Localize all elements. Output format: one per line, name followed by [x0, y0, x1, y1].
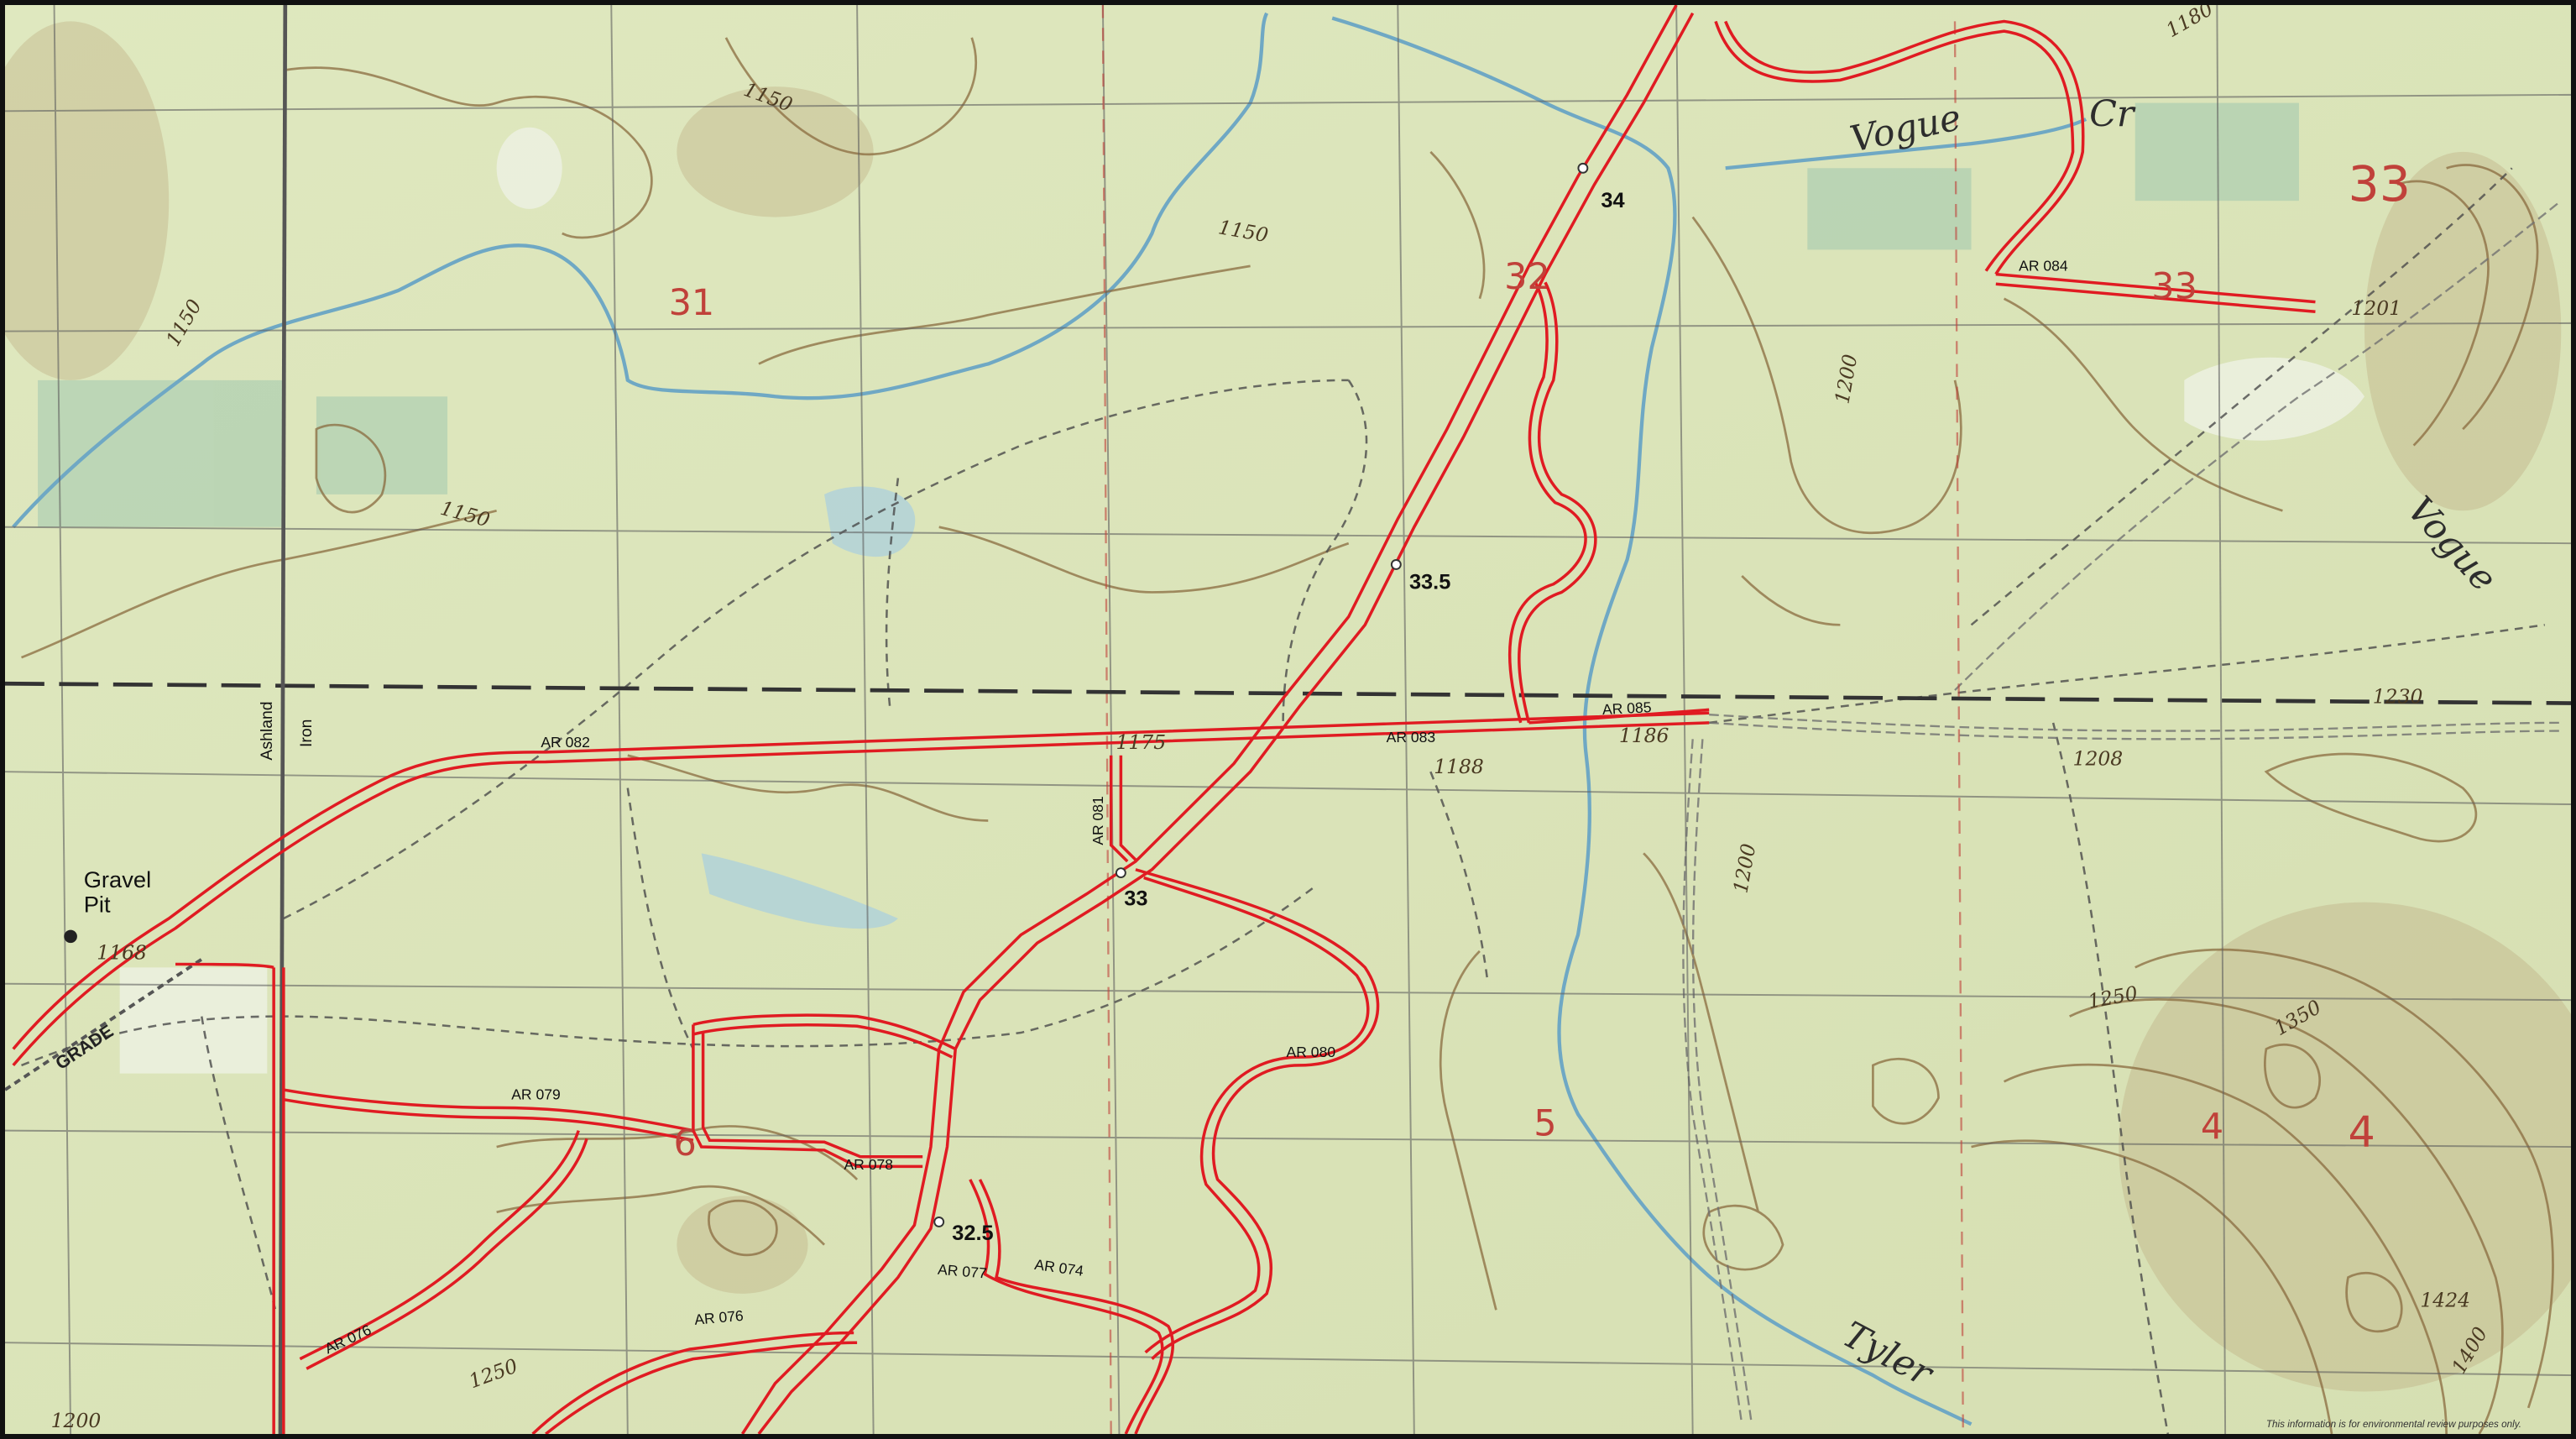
milepost-label: 33 — [1124, 887, 1147, 911]
section-number: 33 — [2151, 266, 2197, 308]
route-label: AR 078 — [844, 1156, 893, 1173]
milepost-labels: 34 33.5 33 32.5 — [952, 189, 1624, 1245]
section-number: 4 — [2201, 1106, 2223, 1148]
milepost-label: 33.5 — [1409, 571, 1450, 594]
elevation-label: 1424 — [2420, 1289, 2470, 1312]
access-routes — [12, 5, 2316, 1434]
water-name: Cr — [2089, 93, 2136, 135]
county-line — [5, 681, 2571, 705]
survey-grid — [5, 5, 2571, 1434]
disclaimer-text: This information is for environmental re… — [2266, 1419, 2521, 1430]
elevation-label: 1200 — [51, 1409, 102, 1432]
elevation-label: 1188 — [1434, 755, 1484, 778]
section-number: 4 — [2349, 1107, 2375, 1157]
railroad-grade — [278, 5, 288, 1434]
milepost-label: 34 — [1601, 189, 1624, 212]
county-label-iron: Iron — [297, 720, 316, 747]
section-number: 5 — [1534, 1103, 1556, 1145]
route-label: AR 082 — [541, 734, 590, 751]
route-label: AR 080 — [1287, 1044, 1336, 1060]
route-label: AR 077 — [937, 1261, 987, 1282]
topographic-map[interactable]: 31 32 33 33 5 6 4 4 1150 1150 1150 1150 … — [5, 5, 2571, 1434]
route-label: AR 083 — [1387, 729, 1436, 746]
section-number: 32 — [1504, 256, 1550, 298]
elevation-label: 1168 — [97, 941, 147, 965]
elevation-label: 1201 — [2351, 296, 2401, 320]
section-number: 31 — [669, 282, 715, 324]
elevation-label: 1186 — [1619, 724, 1669, 747]
trails — [21, 167, 2545, 1434]
gravel-pit-label: Gravel — [84, 866, 151, 892]
grade-line — [5, 957, 203, 1091]
wetland-areas — [38, 102, 2299, 527]
section-number: 33 — [2349, 155, 2411, 212]
route-label: AR 079 — [511, 1086, 561, 1103]
section-numbers: 31 32 33 33 5 6 4 4 — [669, 155, 2411, 1164]
route-label: AR 081 — [1089, 796, 1106, 845]
route-label: AR 084 — [2019, 258, 2068, 275]
elevation-label: 1175 — [1116, 730, 1167, 754]
section-lines — [1101, 5, 1964, 1434]
gravel-pit-symbol — [64, 929, 77, 944]
contour-lines — [21, 37, 2554, 1434]
elevation-label: 1208 — [2073, 746, 2124, 770]
section-number: 6 — [673, 1122, 696, 1164]
route-labels: AR 082 AR 083 AR 085 AR 084 AR 081 AR 08… — [322, 258, 2068, 1358]
county-label-ashland: Ashland — [258, 701, 276, 760]
gravel-pit-label: Pit — [84, 891, 111, 917]
milepost-label: 32.5 — [952, 1222, 993, 1245]
route-label: AR 085 — [1602, 699, 1652, 718]
water-bodies — [119, 127, 2365, 1074]
elevation-label: 1230 — [2373, 685, 2423, 709]
milepost-markers — [933, 162, 1589, 1227]
